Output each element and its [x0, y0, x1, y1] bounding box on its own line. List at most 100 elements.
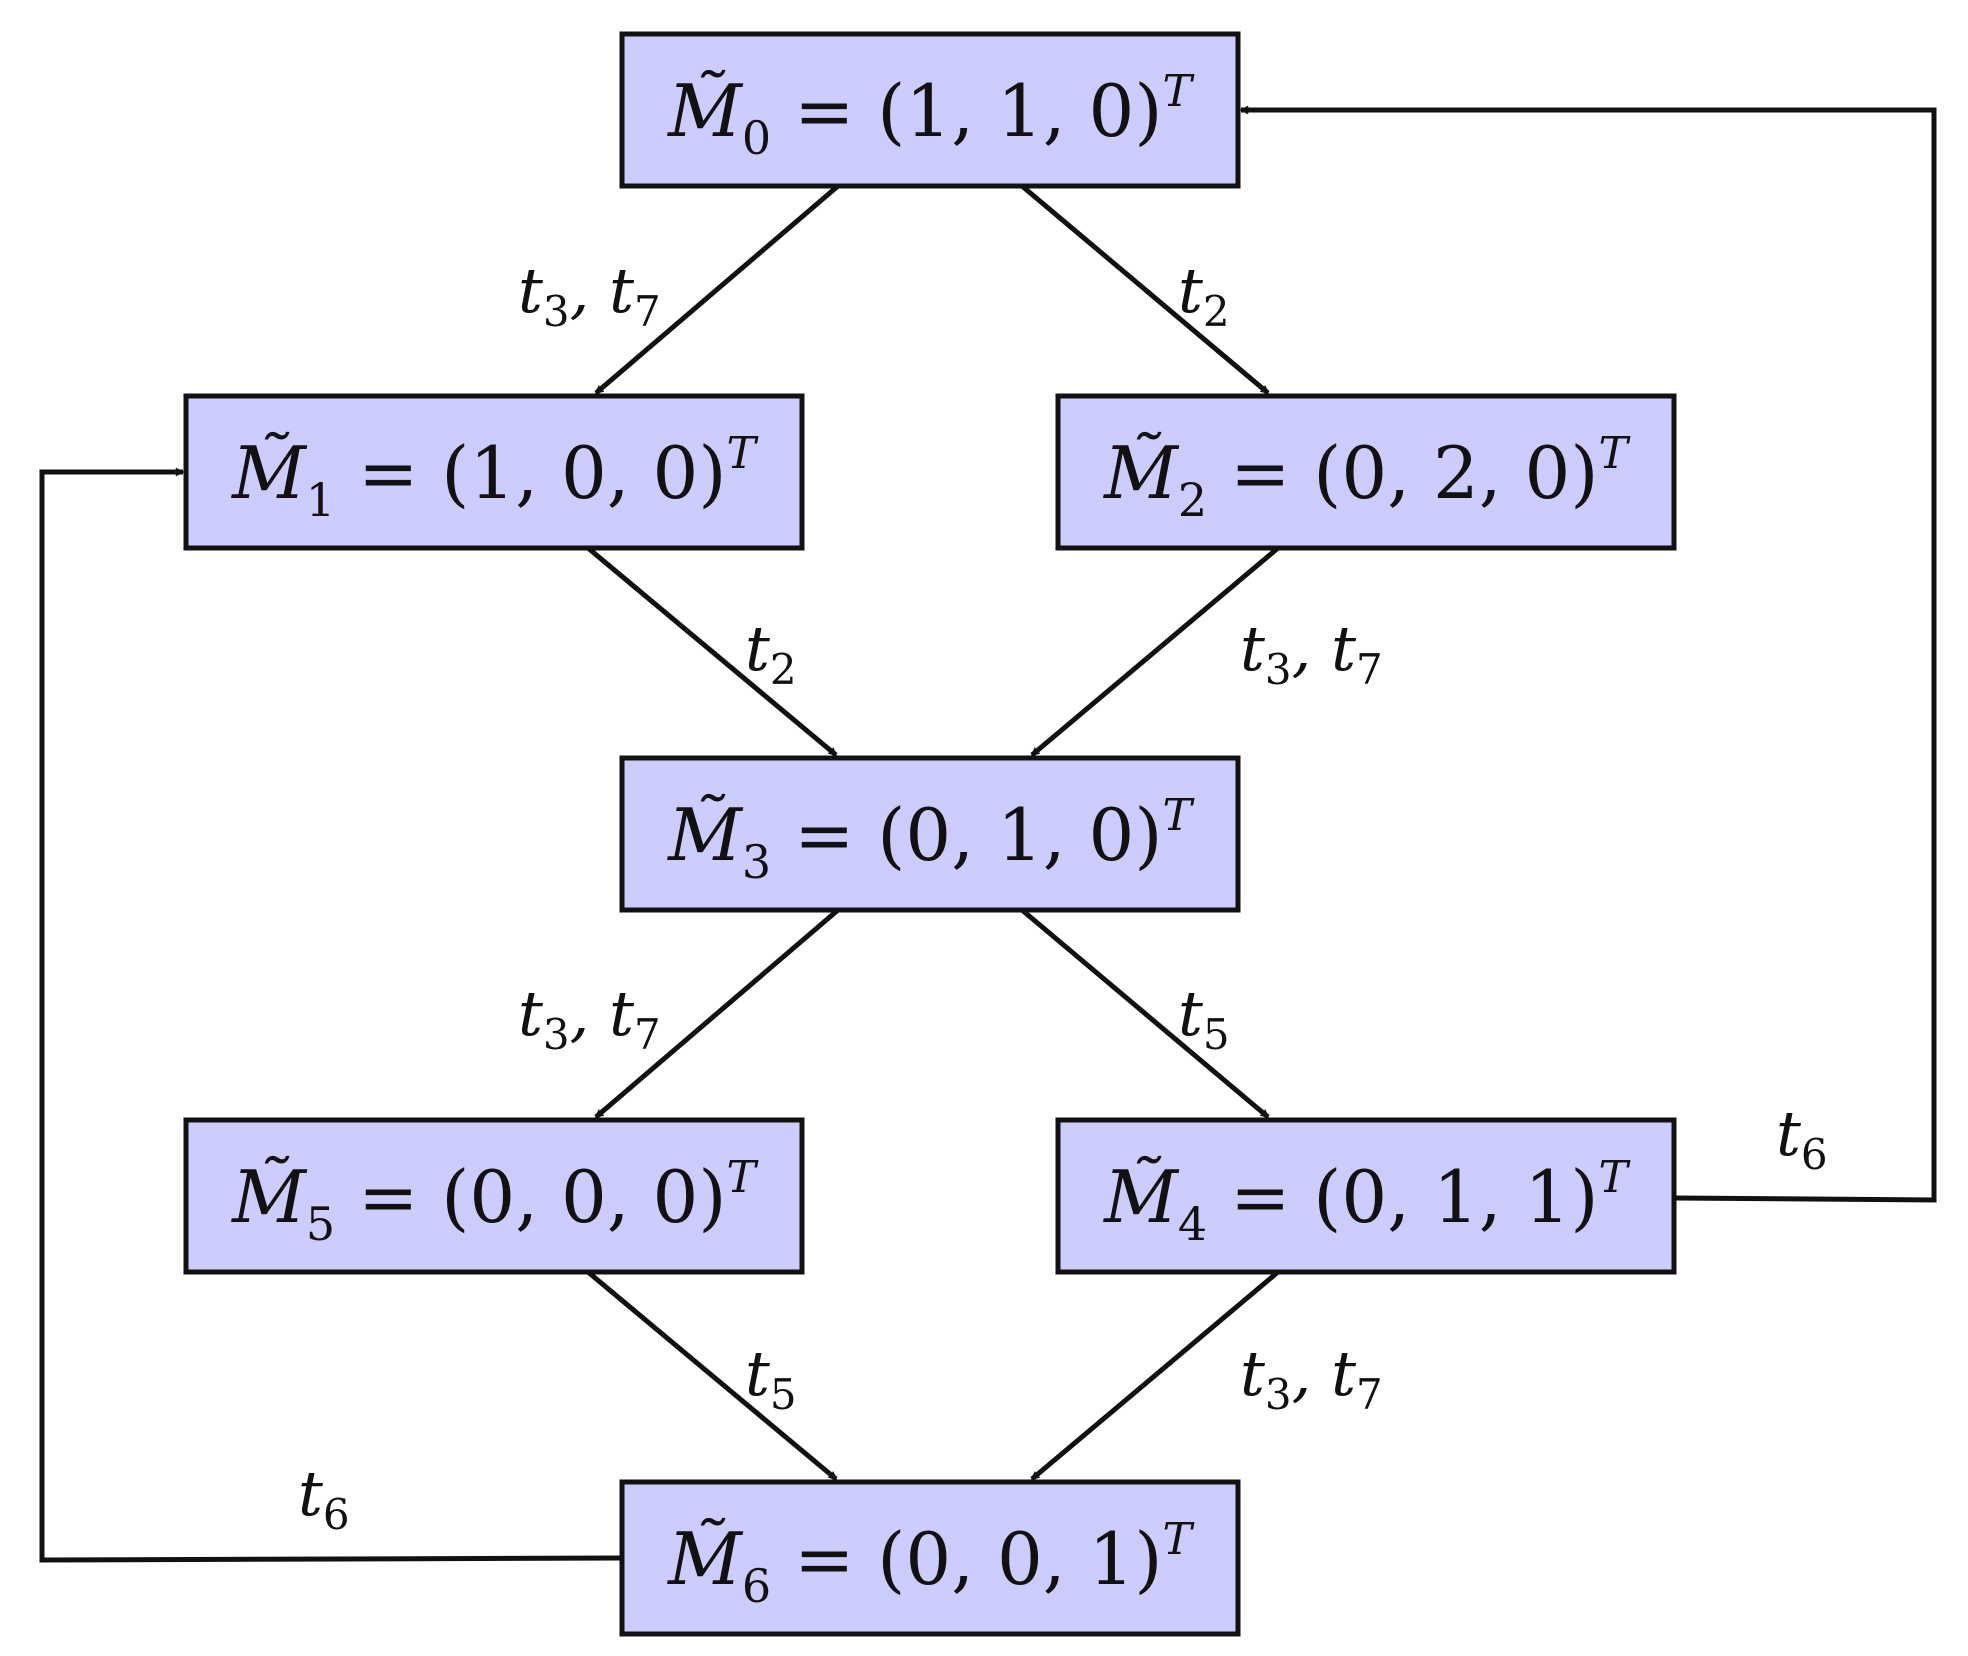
marking-index: 3 — [742, 835, 771, 889]
state-node-m4: M̃4 = (0, 1, 1)T — [1055, 1117, 1677, 1275]
transition-name: t — [745, 612, 770, 685]
edge-label-m4-m0: t6 — [1776, 1097, 1828, 1179]
transition-name: t — [745, 1337, 770, 1410]
marking-vector: (0, 0, 1) — [877, 1517, 1162, 1601]
edge-m4-m6 — [1030, 1270, 1280, 1481]
equals-sign: = — [1207, 1155, 1313, 1239]
state-label: M̃5 = (0, 0, 0)T — [230, 1152, 759, 1251]
transition-index: 3 — [543, 1010, 570, 1059]
edge-m0-m2 — [1020, 184, 1270, 395]
transpose-mark: T — [1162, 66, 1195, 117]
edge-label-m0-m2: t2 — [1178, 254, 1230, 336]
transition-name: t — [518, 977, 543, 1050]
transition-index: 2 — [770, 645, 797, 694]
equals-sign: = — [335, 1155, 441, 1239]
marking-symbol: M̃ — [1102, 431, 1180, 515]
marking-index: 1 — [306, 473, 335, 527]
state-node-m0: M̃0 = (1, 1, 0)T — [619, 31, 1241, 189]
transpose-mark: T — [1598, 428, 1631, 479]
marking-vector: (0, 1, 1) — [1313, 1155, 1598, 1239]
equals-sign: = — [771, 1517, 877, 1601]
edge-m6-m1 — [39, 472, 623, 1563]
marking-vector: (1, 0, 0) — [441, 431, 726, 515]
transition-name: t — [1776, 1097, 1801, 1170]
transpose-mark: T — [1162, 790, 1195, 841]
state-label: M̃6 = (0, 0, 1)T — [666, 1514, 1195, 1613]
edge-label-m3-m5: t3, t7 — [518, 977, 661, 1059]
transpose-mark: T — [1162, 1514, 1195, 1565]
transition-index: 6 — [323, 1490, 350, 1539]
transpose-mark: T — [726, 1152, 759, 1203]
state-box — [1055, 393, 1677, 551]
transition-index: 6 — [1801, 1130, 1828, 1179]
transition-index: 7 — [634, 1010, 661, 1059]
edge-label-m0-m1: t3, t7 — [518, 254, 661, 336]
marking-vector: (1, 1, 0) — [877, 69, 1162, 153]
marking-symbol: M̃ — [666, 69, 744, 153]
marking-symbol: M̃ — [230, 1155, 308, 1239]
transition-name: , t — [570, 254, 634, 327]
edge-label-m2-m3: t3, t7 — [1240, 612, 1383, 694]
equals-sign: = — [771, 793, 877, 877]
equals-sign: = — [771, 69, 877, 153]
edge-m3-m4 — [1020, 908, 1270, 1119]
edge-label-m4-m6: t3, t7 — [1240, 1337, 1383, 1419]
edge-m3-m5 — [594, 908, 840, 1119]
edge-m5-m6 — [586, 1270, 838, 1481]
equals-sign: = — [335, 431, 441, 515]
transition-index: 3 — [1265, 1370, 1292, 1419]
edge-m2-m3 — [1030, 546, 1280, 757]
transition-name: , t — [1292, 1337, 1356, 1410]
edge-m0-m1 — [594, 184, 840, 395]
edge-label-m6-m1: t6 — [298, 1457, 350, 1539]
marking-vector: (0, 0, 0) — [441, 1155, 726, 1239]
edge-label-m5-m6: t5 — [745, 1337, 797, 1419]
transition-name: t — [298, 1457, 323, 1530]
transition-name: t — [1178, 977, 1203, 1050]
transition-name: , t — [1292, 612, 1356, 685]
state-box — [619, 1479, 1241, 1637]
equals-sign: = — [1207, 431, 1313, 515]
transition-index: 7 — [1356, 1370, 1383, 1419]
state-node-m2: M̃2 = (0, 2, 0)T — [1055, 393, 1677, 551]
edge-m1-m3 — [586, 546, 838, 757]
marking-index: 6 — [742, 1559, 771, 1613]
marking-index: 4 — [1178, 1197, 1207, 1251]
transition-name: t — [518, 254, 543, 327]
edge-m4-m0 — [1241, 110, 1937, 1203]
transition-index: 3 — [1265, 645, 1292, 694]
transition-index: 7 — [634, 287, 661, 336]
transition-name: , t — [570, 977, 634, 1050]
transition-name: t — [1240, 1337, 1265, 1410]
transpose-mark: T — [1598, 1152, 1631, 1203]
state-box — [619, 31, 1241, 189]
state-box — [183, 393, 805, 551]
state-node-m1: M̃1 = (1, 0, 0)T — [183, 393, 805, 551]
marking-symbol: M̃ — [230, 431, 308, 515]
marking-symbol: M̃ — [666, 793, 744, 877]
state-label: M̃2 = (0, 2, 0)T — [1102, 428, 1631, 527]
transition-index: 5 — [770, 1370, 797, 1419]
state-label: M̃1 = (1, 0, 0)T — [230, 428, 759, 527]
edge-label-m3-m4: t5 — [1178, 977, 1230, 1059]
state-label: M̃0 = (1, 1, 0)T — [666, 66, 1195, 165]
transition-index: 5 — [1203, 1010, 1230, 1059]
state-box — [619, 755, 1241, 913]
transition-index: 7 — [1356, 645, 1383, 694]
marking-index: 5 — [306, 1197, 335, 1251]
marking-vector: (0, 2, 0) — [1313, 431, 1598, 515]
transition-index: 3 — [543, 287, 570, 336]
marking-symbol: M̃ — [1102, 1155, 1180, 1239]
state-label: M̃4 = (0, 1, 1)T — [1102, 1152, 1631, 1251]
transition-name: t — [1240, 612, 1265, 685]
marking-index: 0 — [742, 111, 771, 165]
transition-index: 2 — [1203, 287, 1230, 336]
marking-index: 2 — [1178, 473, 1207, 527]
state-node-m5: M̃5 = (0, 0, 0)T — [183, 1117, 805, 1275]
transition-name: t — [1178, 254, 1203, 327]
state-box — [1055, 1117, 1677, 1275]
state-box — [183, 1117, 805, 1275]
edge-label-m1-m3: t2 — [745, 612, 797, 694]
state-node-m6: M̃6 = (0, 0, 1)T — [619, 1479, 1241, 1637]
